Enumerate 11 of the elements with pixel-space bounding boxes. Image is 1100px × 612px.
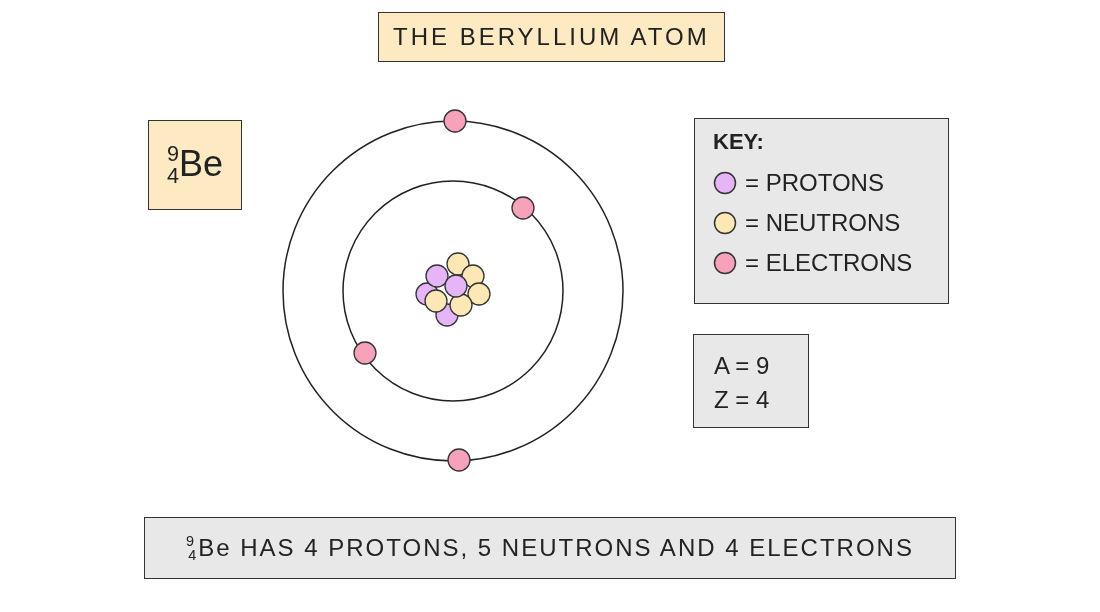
legend-label: = ELECTRONS — [745, 249, 913, 277]
summary-box — [144, 517, 956, 579]
legend-label: = NEUTRONS — [745, 209, 901, 237]
legend-label: = PROTONS — [745, 169, 884, 197]
title-banner: THE BERYLLIUM ATOM — [378, 12, 725, 62]
key-heading: KEY: — [713, 129, 764, 155]
atomic-number-text: Z = 4 — [714, 385, 771, 415]
key-panel — [694, 118, 949, 304]
mass-number-text: A = 9 — [714, 351, 771, 381]
element-symbol-box — [148, 120, 242, 210]
mass-atomic-number-box — [693, 334, 809, 428]
